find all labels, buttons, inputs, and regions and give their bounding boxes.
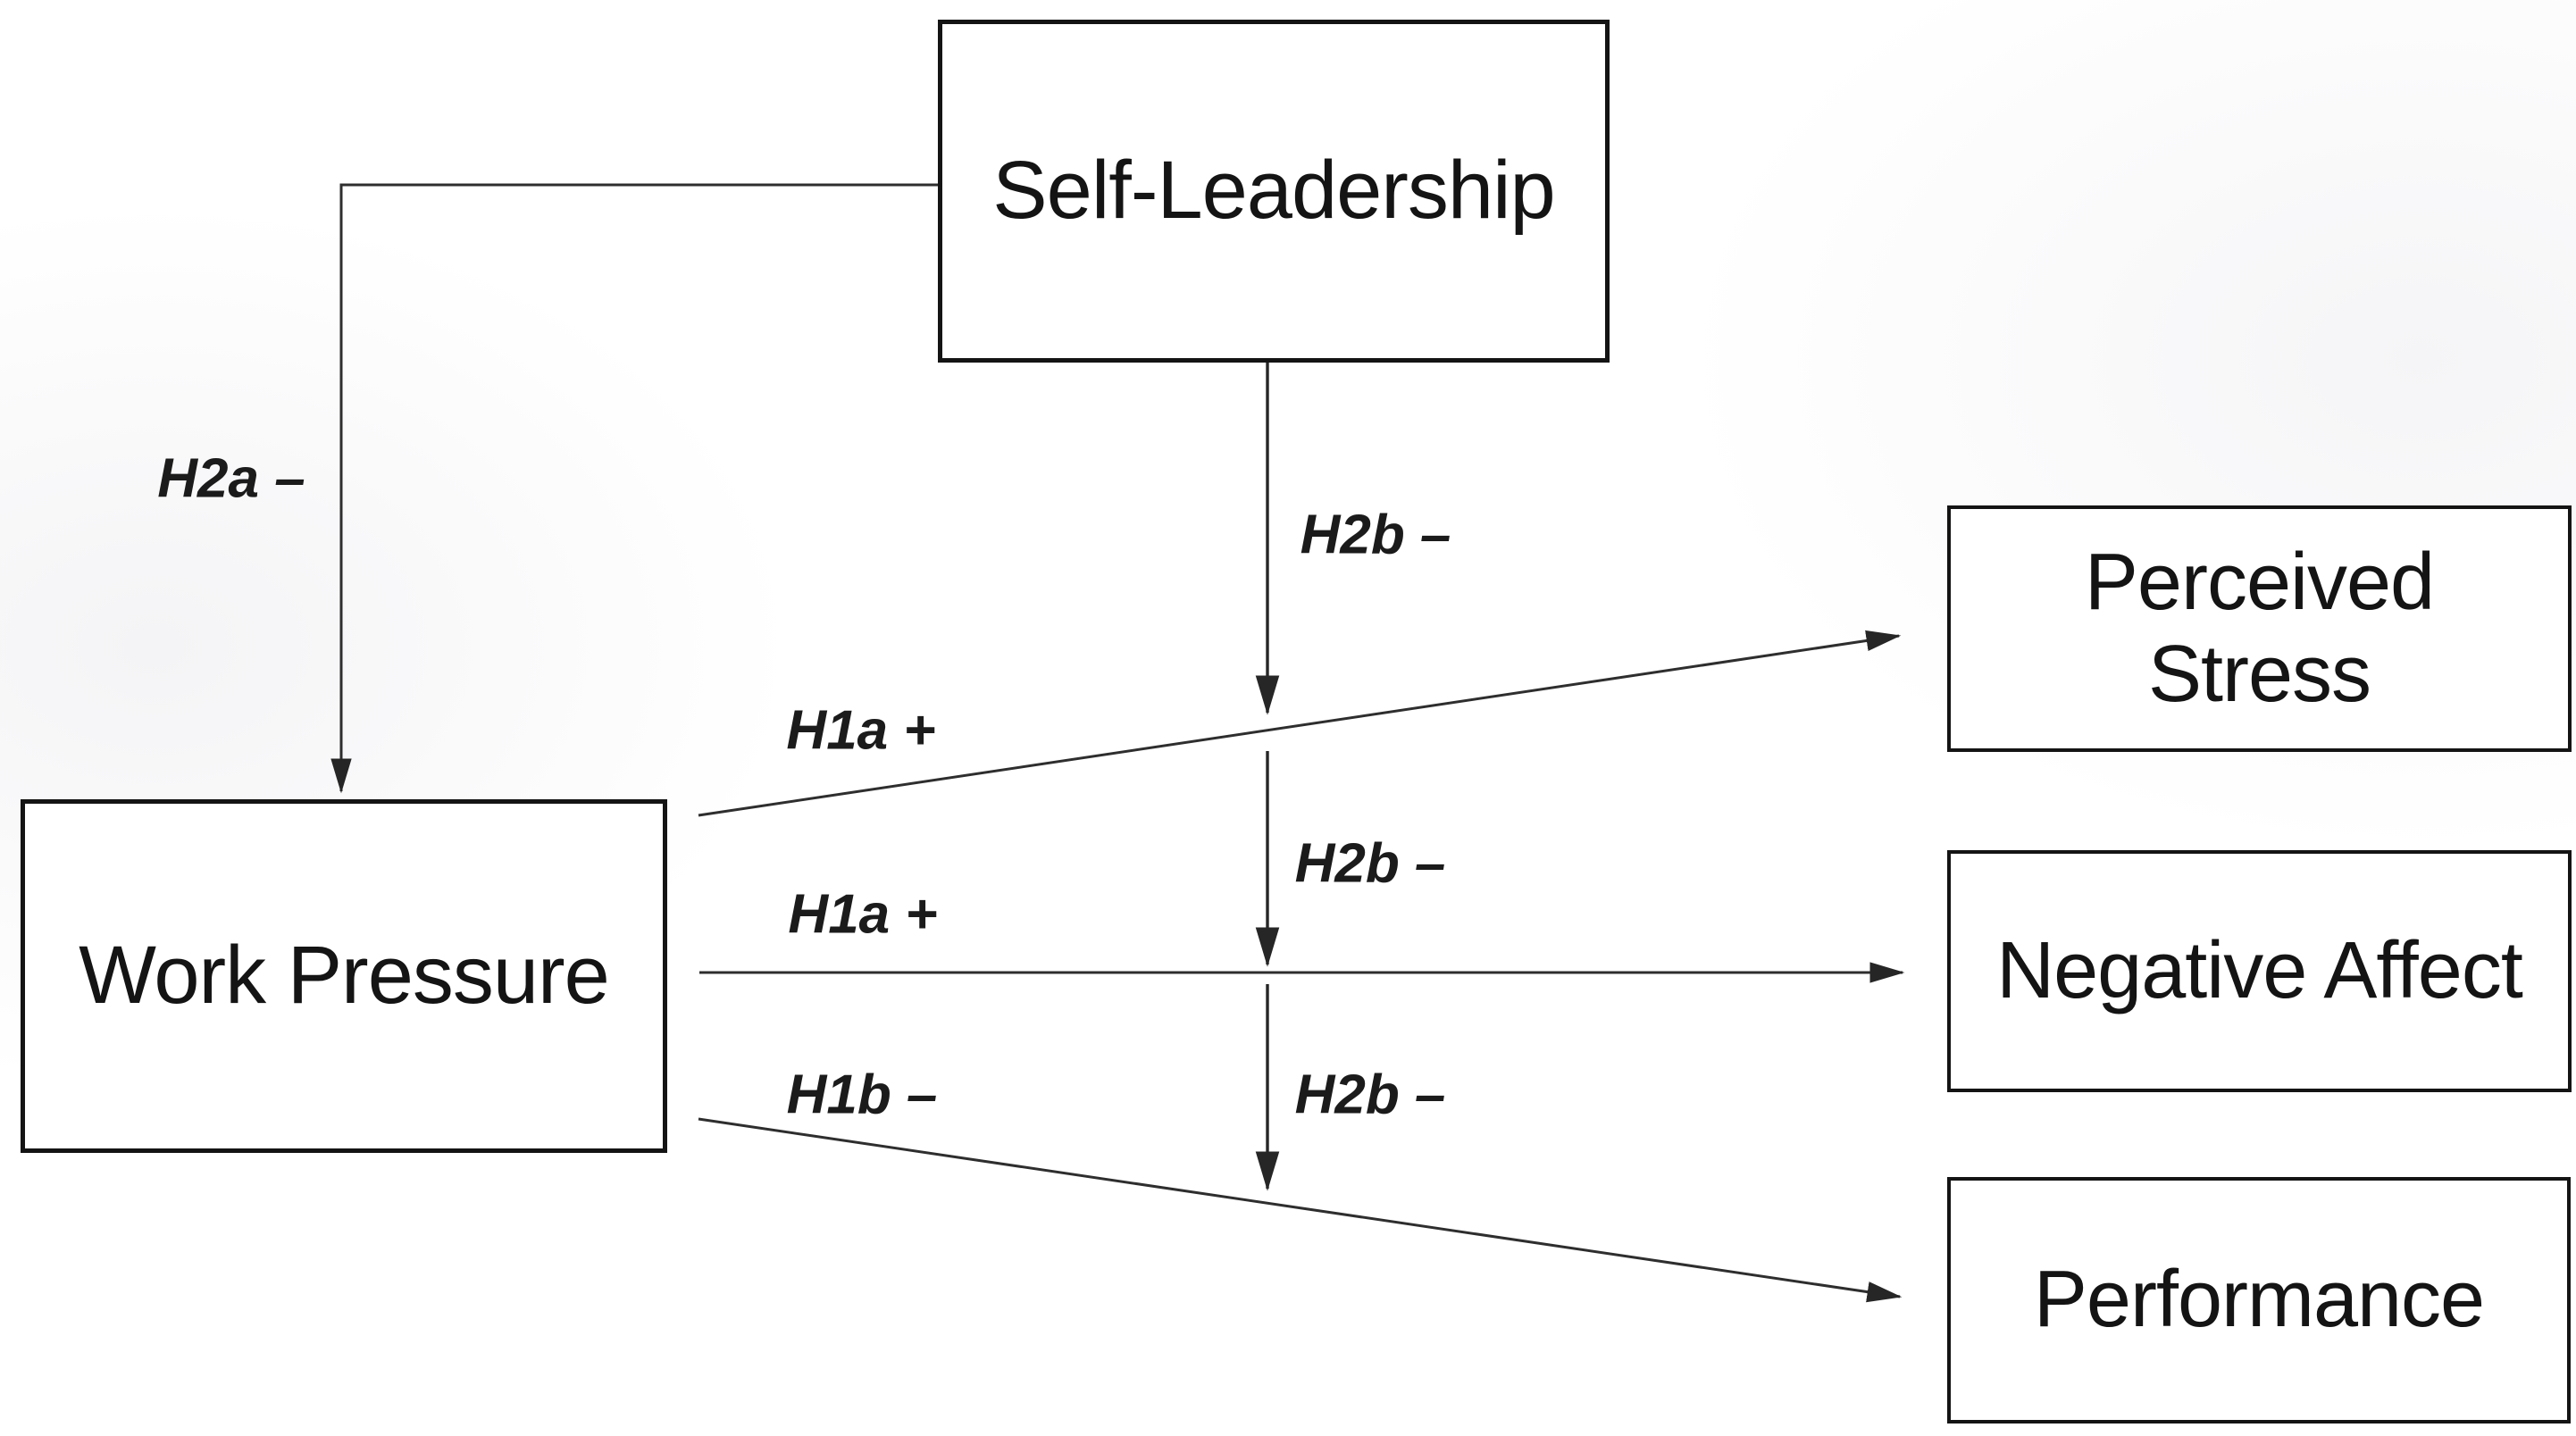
- path-label-h2a: H2a –: [157, 447, 305, 510]
- path-label-h1a-mid: H1a +: [788, 883, 938, 946]
- box-self-leadership-label: Self-Leadership: [992, 145, 1555, 237]
- box-self-leadership: Self-Leadership: [938, 20, 1610, 363]
- path-label-h1a-top: H1a +: [786, 699, 936, 762]
- box-negative-affect: Negative Affect: [1947, 850, 2572, 1092]
- box-work-pressure: Work Pressure: [21, 799, 667, 1153]
- arrow-h1a-work-pressure-to-perceived-stress: [698, 630, 1902, 817]
- box-negative-affect-label: Negative Affect: [1996, 925, 2523, 1015]
- box-performance-label: Performance: [2033, 1255, 2485, 1345]
- box-work-pressure-label: Work Pressure: [79, 930, 610, 1022]
- path-label-h2b-top: H2b –: [1300, 504, 1451, 566]
- box-performance: Performance: [1947, 1177, 2571, 1423]
- box-perceived-stress: Perceived Stress: [1947, 505, 2572, 752]
- path-label-h1b: H1b –: [786, 1064, 938, 1126]
- box-perceived-stress-label: Perceived Stress: [2084, 537, 2435, 720]
- path-label-h2b-mid: H2b –: [1294, 832, 1446, 895]
- arrow-h1b-work-pressure-to-performance: [698, 1117, 1903, 1303]
- path-label-h2b-bottom: H2b –: [1294, 1064, 1446, 1126]
- arrow-h2a-self-leadership-to-work-pressure: [330, 183, 938, 794]
